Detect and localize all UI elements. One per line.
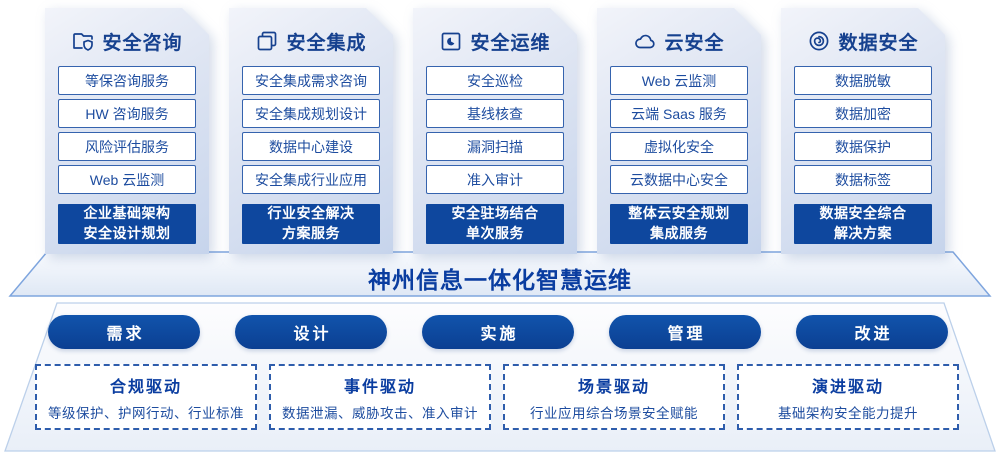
pillar-header: 云安全: [610, 28, 748, 54]
service-item: 数据脱敏: [794, 66, 932, 95]
phase-pill-improve: 改进: [796, 315, 948, 349]
driver-desc: 基础架构安全能力提升: [778, 405, 918, 421]
driver-title: 演进驱动: [811, 378, 884, 396]
service-list: 数据脱敏 数据加密 数据保护 数据标签: [794, 66, 932, 194]
pillar-security-consulting: 安全咨询 等保咨询服务 HW 咨询服务 风险评估服务 Web 云监测 企业基础架…: [45, 8, 209, 254]
pillar-footer: 数据安全综合 解决方案: [794, 204, 932, 244]
service-item: 云数据中心安全: [610, 165, 748, 194]
pillar-title: 安全集成: [286, 32, 367, 54]
service-item: HW 咨询服务: [58, 99, 196, 128]
service-item: 数据标签: [794, 165, 932, 194]
pillar-footer: 行业安全解决 方案服务: [242, 204, 380, 244]
footer-line: 安全驻场结合: [451, 205, 539, 222]
pillar-header: 安全运维: [426, 28, 564, 54]
pillar-security-integration: 安全集成 安全集成需求咨询 安全集成规划设计 数据中心建设 安全集成行业应用 行…: [229, 8, 393, 254]
service-list: 安全巡检 基线核查 漏洞扫描 准入审计: [426, 66, 564, 194]
service-item: 安全巡检: [426, 66, 564, 95]
footer-line: 数据安全综合: [819, 205, 907, 222]
service-list: 安全集成需求咨询 安全集成规划设计 数据中心建设 安全集成行业应用: [242, 66, 380, 194]
folder-shield-icon: [71, 29, 95, 53]
service-item: 数据加密: [794, 99, 932, 128]
pillar-header: 数据安全: [794, 28, 932, 54]
pillar-footer: 安全驻场结合 单次服务: [426, 204, 564, 244]
footer-line: 解决方案: [834, 225, 892, 241]
service-item: 安全集成需求咨询: [242, 66, 380, 95]
service-item: 等保咨询服务: [58, 66, 196, 95]
service-item: 准入审计: [426, 165, 564, 194]
pillar-footer: 企业基础架构 安全设计规划: [58, 204, 196, 244]
pillar-data-security: 数据安全 数据脱敏 数据加密 数据保护 数据标签 数据安全综合 解决方案: [781, 8, 945, 254]
driver-box-compliance: 合规驱动 等级保护、护网行动、行业标准: [35, 364, 257, 430]
phase-pill-design: 设计: [235, 315, 387, 349]
service-item: 安全集成规划设计: [242, 99, 380, 128]
driver-box-evolution: 演进驱动 基础架构安全能力提升: [737, 364, 959, 430]
service-item: 云端 Saas 服务: [610, 99, 748, 128]
driver-title: 事件驱动: [343, 378, 416, 396]
documents-icon: [255, 29, 279, 53]
pillar-cloud-security: 云安全 Web 云监测 云端 Saas 服务 虚拟化安全 云数据中心安全 整体云…: [597, 8, 761, 254]
phase-pill-implement: 实施: [422, 315, 574, 349]
service-item: 漏洞扫描: [426, 132, 564, 161]
footer-line: 行业安全解决: [267, 205, 355, 222]
footer-line: 单次服务: [466, 225, 524, 241]
pillar-header: 安全咨询: [58, 28, 196, 54]
service-list: 等保咨询服务 HW 咨询服务 风险评估服务 Web 云监测: [58, 66, 196, 194]
pillar-header: 安全集成: [242, 28, 380, 54]
footer-line: 方案服务: [282, 225, 340, 241]
phase-pill-manage: 管理: [609, 315, 761, 349]
footer-line: 企业基础架构: [83, 205, 171, 222]
pillar-security-operations: 安全运维 安全巡检 基线核查 漏洞扫描 准入审计 安全驻场结合 单次服务: [413, 8, 577, 254]
service-item: Web 云监测: [610, 66, 748, 95]
service-item: Web 云监测: [58, 165, 196, 194]
service-item: 数据保护: [794, 132, 932, 161]
driver-box-incident: 事件驱动 数据泄漏、威胁攻击、准入审计: [269, 364, 491, 430]
platform-banner-title: 神州信息一体化智慧运维: [368, 267, 632, 293]
driver-title: 合规驱动: [109, 378, 182, 396]
service-item: 基线核查: [426, 99, 564, 128]
pillar-title: 安全咨询: [102, 32, 183, 54]
service-item: 虚拟化安全: [610, 132, 748, 161]
driver-desc: 数据泄漏、威胁攻击、准入审计: [282, 405, 478, 421]
service-list: Web 云监测 云端 Saas 服务 虚拟化安全 云数据中心安全: [610, 66, 748, 194]
service-item: 风险评估服务: [58, 132, 196, 161]
footer-line: 安全设计规划: [83, 225, 171, 241]
driver-box-scenario: 场景驱动 行业应用综合场景安全赋能: [503, 364, 725, 430]
driver-desc: 等级保护、护网行动、行业标准: [48, 405, 244, 421]
footer-line: 整体云安全规划: [628, 205, 730, 222]
phase-pill-requirement: 需求: [48, 315, 200, 349]
pillar-title: 安全运维: [470, 32, 551, 54]
footer-line: 集成服务: [650, 225, 708, 241]
service-item: 安全集成行业应用: [242, 165, 380, 194]
driver-desc: 行业应用综合场景安全赋能: [530, 405, 698, 421]
pillar-footer: 整体云安全规划 集成服务: [610, 204, 748, 244]
pillar-title: 云安全: [664, 32, 725, 54]
pillar-title: 数据安全: [838, 32, 919, 54]
fingerprint-icon: [807, 29, 831, 53]
cloud-icon: [633, 29, 657, 53]
service-item: 数据中心建设: [242, 132, 380, 161]
driver-title: 场景驱动: [577, 378, 650, 396]
pie-folder-icon: [439, 29, 463, 53]
